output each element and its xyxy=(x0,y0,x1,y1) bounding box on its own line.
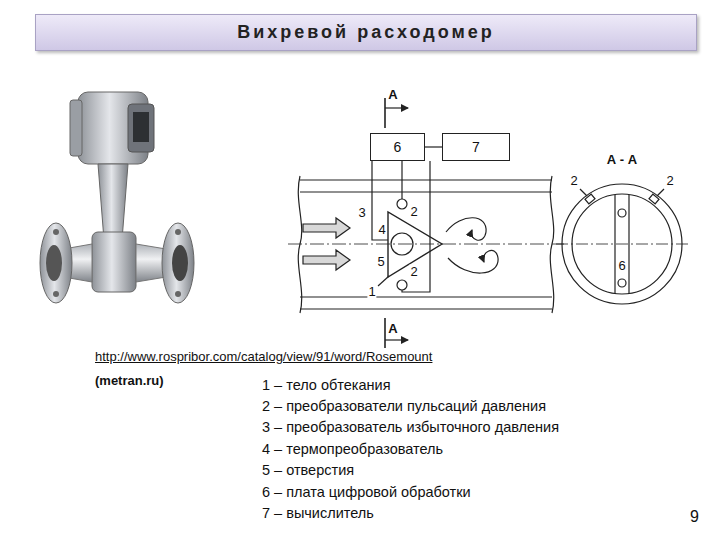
legend-item: 6 – плата цифровой обработки xyxy=(262,484,471,501)
legend-item: 2 – преобразователи пульсаций давления xyxy=(262,398,546,415)
legend-item: 5 – отверстия xyxy=(262,462,354,479)
board-box: 6 xyxy=(370,133,425,161)
flowmeter-photo xyxy=(40,92,194,303)
callout-number: 1 xyxy=(367,285,376,300)
legend-item: 1 – тело обтекания xyxy=(262,377,391,394)
legend-item: 7 – вычислитель xyxy=(262,505,374,522)
section-title: А - А xyxy=(606,153,638,168)
section-mark: А xyxy=(387,88,398,103)
callout-number: 5 xyxy=(376,255,385,270)
callout-number: 2 xyxy=(665,174,674,189)
box-label: 6 xyxy=(394,139,402,155)
slide-title: Вихревой расходомер xyxy=(237,22,495,43)
callout-number: 2 xyxy=(409,205,418,220)
source-note: (metran.ru) xyxy=(95,374,164,389)
board-box: 7 xyxy=(442,133,510,161)
section-view xyxy=(556,184,688,304)
box-label: 7 xyxy=(472,139,480,155)
callout-number: 2 xyxy=(569,174,578,189)
callout-number: 3 xyxy=(357,206,366,221)
pipe-section xyxy=(288,98,564,348)
callout-number: 4 xyxy=(377,223,386,238)
legend-item: 3 – преобразователь избыточного давления xyxy=(262,419,559,436)
section-mark: А xyxy=(387,322,398,337)
callout-number: 2 xyxy=(409,265,418,280)
callout-number: 6 xyxy=(617,259,626,274)
source-link: http://www.rospribor.com/catalog/view/91… xyxy=(95,350,432,365)
legend-item: 4 – термопреобразователь xyxy=(262,441,443,458)
signal-line xyxy=(425,146,442,147)
page-number: 9 xyxy=(690,508,699,526)
